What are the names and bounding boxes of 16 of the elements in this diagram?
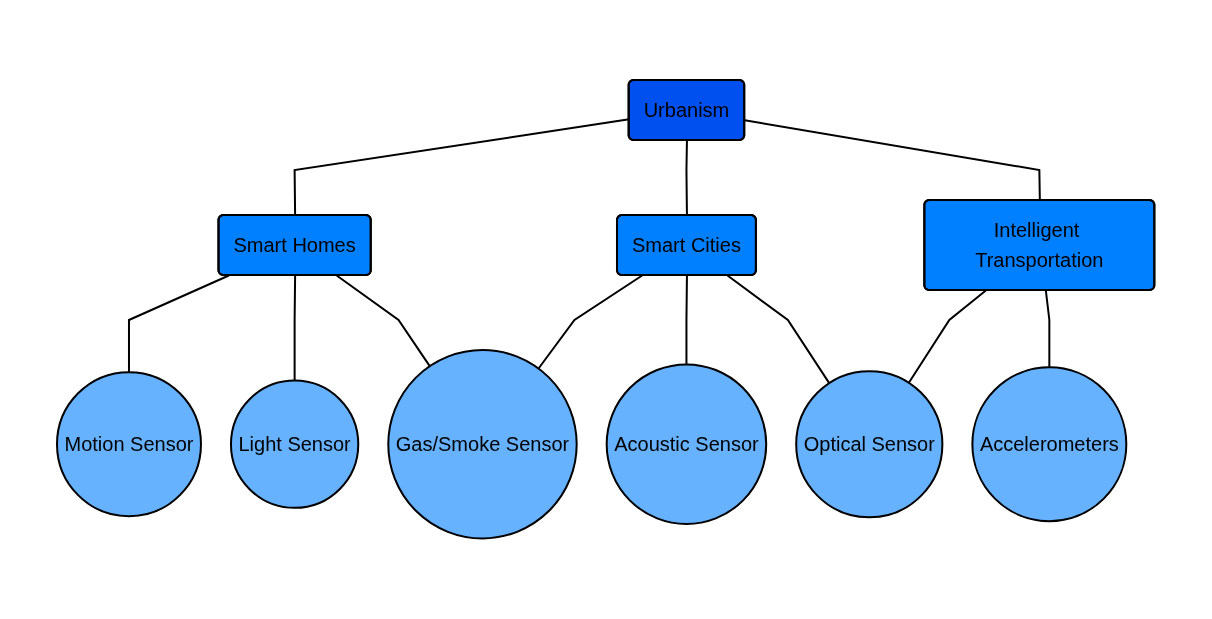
- connector: [293, 274, 297, 382]
- connector: [685, 274, 689, 366]
- node-circle: Motion Sensor: [56, 371, 203, 518]
- node-circle: Light Sensor: [230, 379, 360, 510]
- connector: [744, 119, 1042, 202]
- node-circle: Acoustic Sensor: [606, 363, 768, 526]
- connector: [128, 274, 231, 374]
- connector: [537, 274, 644, 370]
- node-circle: Gas/Smoke Sensor: [387, 349, 578, 540]
- connector: [908, 289, 988, 385]
- connector: [1045, 289, 1051, 369]
- connector: [336, 274, 432, 368]
- connector: [726, 274, 831, 385]
- node-circle: Accelerometers: [971, 366, 1128, 523]
- node-circle: Optical Sensor: [795, 370, 944, 519]
- connector: [685, 139, 689, 217]
